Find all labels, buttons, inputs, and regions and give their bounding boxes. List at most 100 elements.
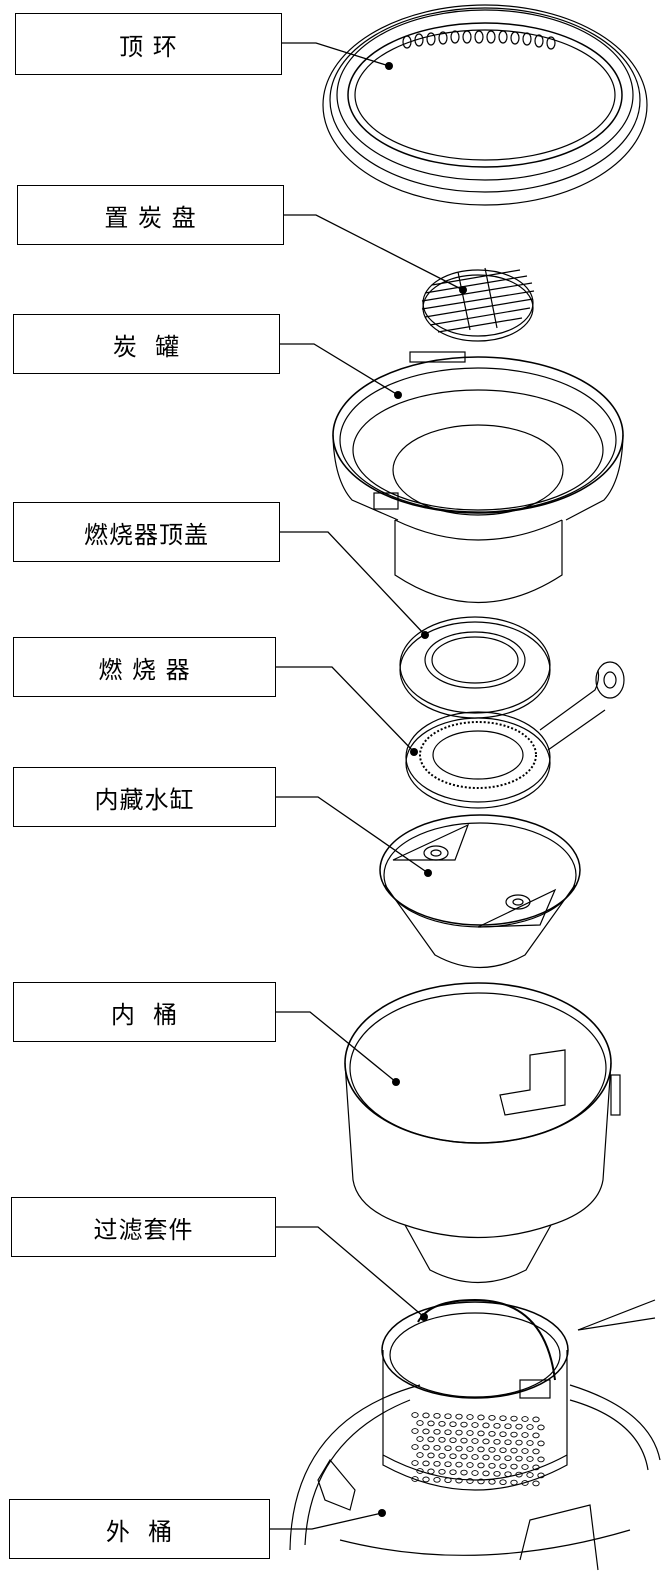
filter-hole: [521, 1480, 529, 1486]
filter-hole: [433, 1428, 441, 1435]
filter-hole: [455, 1413, 463, 1420]
label-burner: 燃 烧 器: [13, 637, 276, 697]
filter-hole: [482, 1470, 490, 1477]
leader-lines: [270, 42, 464, 1530]
label-filter-kit: 过滤套件: [11, 1197, 276, 1257]
label-water-tank: 内藏水缸: [13, 767, 276, 827]
filter-hole: [488, 1446, 496, 1453]
filter-hole: [438, 1436, 446, 1443]
filter-hole: [532, 1416, 540, 1423]
filter-hole: [422, 1444, 430, 1451]
filter-hole: [433, 1476, 441, 1483]
filter-hole: [444, 1461, 452, 1468]
filter-hole: [532, 1480, 540, 1487]
filter-hole: [444, 1477, 452, 1484]
filter-hole: [477, 1414, 485, 1421]
filter-hole: [416, 1420, 424, 1426]
label-tan-guan: 炭 罐: [13, 314, 280, 374]
label-outer-bucket: 外 桶: [9, 1499, 270, 1559]
label-outer-bucket-text: 外 桶: [105, 1517, 174, 1546]
filter-hole: [537, 1424, 545, 1431]
leader-dots: [378, 62, 467, 1517]
filter-hole: [455, 1445, 463, 1452]
label-zhi-tan-pan: 置 炭 盘: [17, 185, 284, 245]
filter-hole: [444, 1413, 452, 1420]
filter-hole: [449, 1453, 457, 1460]
label-filter-kit-text: 过滤套件: [93, 1215, 194, 1244]
label-inner-bucket: 内 桶: [13, 982, 276, 1042]
filter-hole: [515, 1471, 523, 1478]
filter-hole: [521, 1448, 529, 1454]
filter-hole: [411, 1428, 419, 1434]
filter-hole: [466, 1414, 474, 1420]
filter-hole: [510, 1479, 518, 1486]
filter-hole: [526, 1424, 534, 1430]
filter-hole: [438, 1452, 446, 1459]
filter-hole: [537, 1440, 545, 1447]
filter-hole: [466, 1430, 474, 1436]
filter-hole: [521, 1416, 529, 1422]
top-ring-part: [322, 4, 648, 206]
filter-hole: [422, 1476, 430, 1483]
filter-hole: [477, 1462, 485, 1469]
filter-hole: [466, 1478, 474, 1484]
filter-hole: [515, 1455, 523, 1462]
filter-hole: [504, 1439, 512, 1446]
filter-hole: [471, 1470, 479, 1476]
filter-hole: [482, 1422, 490, 1429]
filter-hole: [477, 1446, 485, 1453]
filter-hole: [504, 1471, 512, 1478]
filter-hole: [433, 1460, 441, 1467]
filter-hole: [510, 1463, 518, 1470]
filter-hole: [504, 1423, 512, 1430]
filter-hole: [460, 1437, 468, 1444]
filter-hole: [477, 1430, 485, 1437]
filter-hole: [460, 1453, 468, 1460]
filter-hole: [460, 1469, 468, 1476]
filter-hole: [532, 1464, 540, 1471]
filter-hole: [433, 1412, 441, 1419]
filter-hole: [493, 1422, 501, 1429]
label-burner-text: 燃 烧 器: [98, 655, 191, 684]
filter-hole: [422, 1428, 430, 1435]
filter-hole: [537, 1472, 545, 1479]
filter-kit-part: [381, 1298, 656, 1491]
filter-hole: [526, 1456, 534, 1462]
filter-hole: [422, 1460, 430, 1467]
filter-hole: [499, 1479, 507, 1486]
filter-hole: [438, 1468, 446, 1475]
filter-hole: [499, 1463, 507, 1470]
filter-hole: [499, 1415, 507, 1422]
filter-hole: [493, 1454, 501, 1461]
filter-hole: [416, 1452, 424, 1458]
label-water-tank-text: 内藏水缸: [94, 785, 195, 814]
filter-hole: [416, 1436, 424, 1442]
filter-hole: [515, 1423, 523, 1430]
filter-hole: [482, 1454, 490, 1461]
filter-hole: [427, 1452, 435, 1459]
filter-hole: [466, 1462, 474, 1468]
filter-hole: [488, 1462, 496, 1469]
water-tank-part: [379, 814, 581, 969]
burner-part: [405, 661, 625, 809]
filter-hole: [499, 1431, 507, 1438]
burner-cover-part: [399, 616, 551, 719]
label-inner-bucket-text: 内 桶: [110, 1000, 179, 1029]
charcoal-can-part: [332, 351, 624, 604]
filter-hole: [477, 1478, 485, 1485]
charcoal-tray-part: [421, 267, 535, 342]
vent-holes: [402, 30, 556, 50]
filter-hole: [482, 1438, 490, 1445]
label-burner-cover-text: 燃烧器顶盖: [84, 520, 209, 549]
filter-hole: [422, 1412, 430, 1419]
label-tan-guan-text: 炭 罐: [112, 332, 181, 361]
filter-hole: [526, 1472, 534, 1478]
filter-hole: [449, 1421, 457, 1428]
filter-hole: [411, 1444, 419, 1450]
filter-hole: [488, 1430, 496, 1437]
filter-hole: [444, 1429, 452, 1436]
filter-hole: [466, 1446, 474, 1452]
filter-hole: [510, 1447, 518, 1454]
filter-hole: [488, 1478, 496, 1485]
